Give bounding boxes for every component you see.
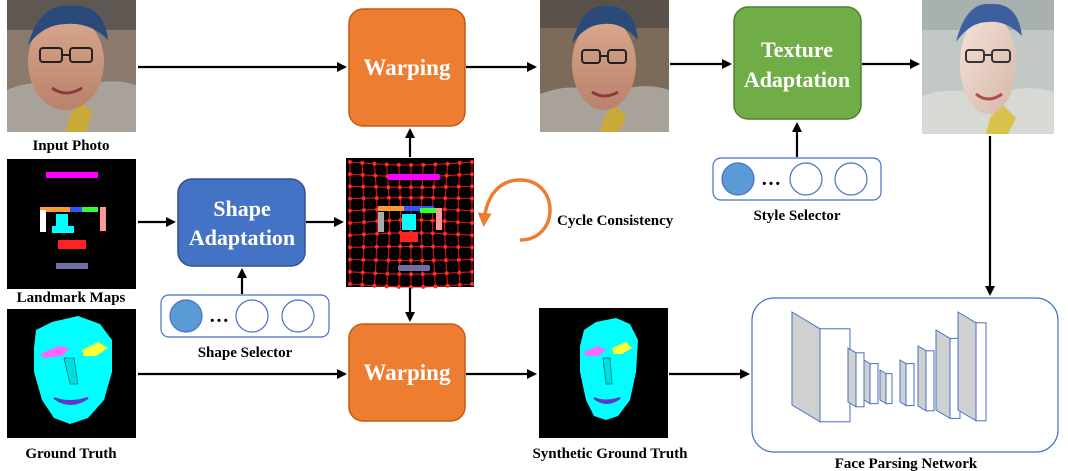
network-layer-face <box>905 363 915 407</box>
shape-selector: … <box>160 294 330 338</box>
style-option <box>789 162 823 196</box>
cycle-consistency-arrow <box>477 178 552 242</box>
shape-selector-label: Shape Selector <box>198 345 293 361</box>
network-layer <box>863 359 871 405</box>
texture-adaptation-block <box>733 6 862 120</box>
landmark-maps-label: Landmark Maps <box>17 290 126 306</box>
face-parsing-network <box>751 297 1059 453</box>
style-selector-ellipsis: … <box>761 168 781 190</box>
texture-adaptation-line1: Texture <box>761 37 833 62</box>
warping-bottom-block <box>348 323 466 422</box>
warped-photo <box>540 0 669 132</box>
network-layer-face <box>975 322 987 422</box>
network-layer <box>935 329 951 420</box>
network-layer-face <box>925 350 935 412</box>
warped-landmark-grid <box>346 158 474 289</box>
warping-bottom-label: Warping <box>364 360 451 385</box>
face-parsing-network-label: Face Parsing Network <box>835 456 978 471</box>
network-layer <box>917 345 927 412</box>
landmark-map <box>7 159 136 289</box>
network-layer <box>957 311 977 422</box>
network-layer <box>899 359 907 407</box>
ground-truth-label: Ground Truth <box>25 446 117 462</box>
network-layer <box>847 347 857 408</box>
input-photo <box>7 0 136 132</box>
network-layer-face <box>855 352 865 408</box>
shape-option <box>235 299 269 333</box>
network-layer <box>879 369 887 405</box>
flow-arrows <box>138 59 995 379</box>
shape-adaptation-line2: Adaptation <box>189 225 295 250</box>
style-selector-label: Style Selector <box>753 208 840 224</box>
style-option <box>834 162 868 196</box>
network-layer-face <box>819 328 851 423</box>
warping-top-label: Warping <box>364 55 451 80</box>
shape-option-selected <box>169 299 203 333</box>
style-option-selected <box>721 162 755 196</box>
stylized-photo <box>922 0 1054 134</box>
ground-truth-mask <box>7 309 136 438</box>
texture-adaptation-line2: Adaptation <box>744 67 850 92</box>
network-layer <box>791 311 821 423</box>
shape-adaptation-line1: Shape <box>213 196 271 221</box>
shape-selector-ellipsis: … <box>209 305 229 327</box>
shape-adaptation-block <box>177 178 306 267</box>
shape-option <box>281 299 315 333</box>
cycle-consistency-label: Cycle Consistency <box>557 213 674 229</box>
style-selector: … <box>712 157 882 201</box>
input-photo-label: Input Photo <box>32 138 109 154</box>
warping-top-block <box>348 8 466 127</box>
synthetic-ground-truth-label: Synthetic Ground Truth <box>532 446 688 462</box>
network-layer-face <box>869 363 879 405</box>
synthetic-ground-truth-mask <box>539 308 668 438</box>
network-layer-face <box>885 373 893 405</box>
